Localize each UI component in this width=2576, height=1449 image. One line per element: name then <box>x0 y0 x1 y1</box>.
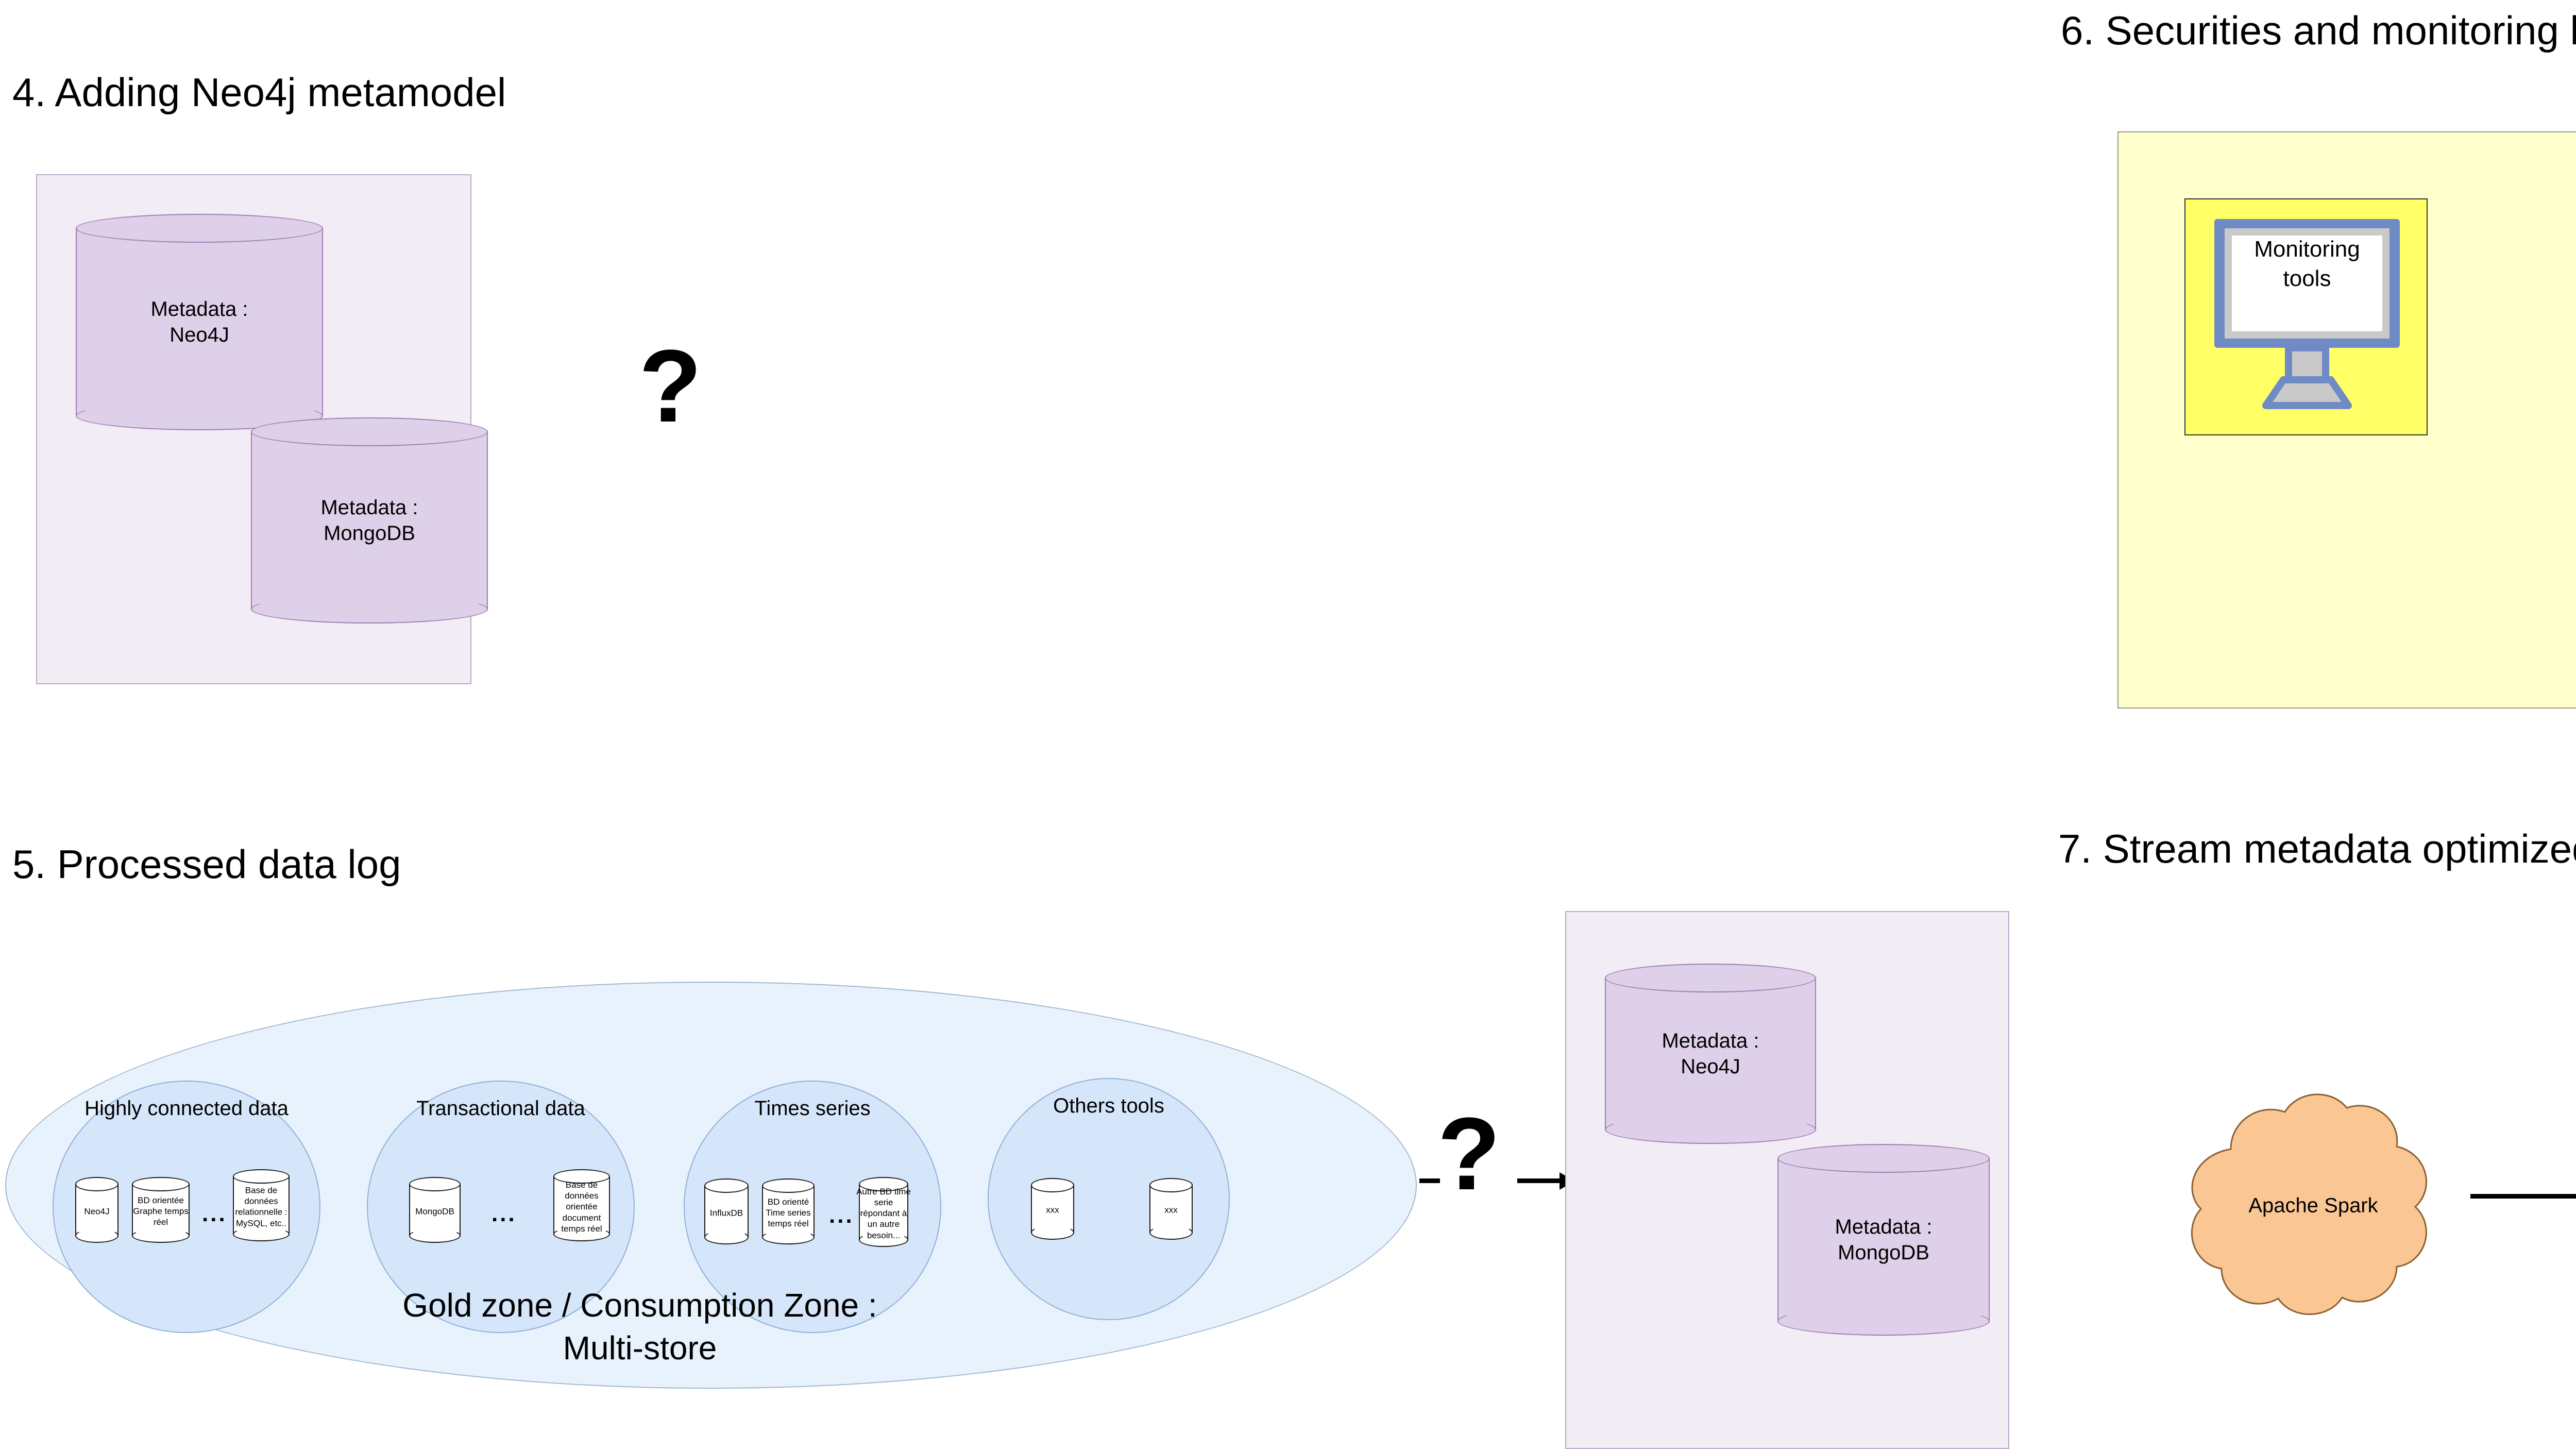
store-cylinder: Base de données orientée document temps … <box>553 1169 610 1241</box>
keystone-connector <box>2572 244 2576 311</box>
cluster-ellipsis: ... <box>202 1201 227 1226</box>
store-cylinder: xxx <box>1031 1178 1074 1240</box>
store-label: BD orientée Graphe temps réel <box>133 1195 189 1227</box>
cluster-highly-connected-data: Highly connected data Neo4J BD orientée … <box>53 1081 320 1333</box>
cylinder-metadata-mongodb: Metadata : MongoDB <box>251 417 488 624</box>
cylinder-label-line2: MongoDB <box>324 522 415 545</box>
gold-zone-label: Gold zone / Consumption Zone : Multi-sto… <box>279 1284 1001 1370</box>
cloud-label: Apache Spark <box>2248 1194 2378 1217</box>
store-label: Base de données relationnelle : MySQL, e… <box>235 1185 287 1228</box>
monitoring-tools-box: Monitoring tools <box>2184 198 2428 435</box>
store-label: Base de données orientée document temps … <box>561 1180 602 1234</box>
store-cylinder: MongoDB <box>409 1177 461 1243</box>
cluster-times-series: Times series InfluxDB BD orienté Time se… <box>684 1081 941 1333</box>
store-label: InfluxDB <box>709 1207 743 1218</box>
section-6-container: Monitoring tools LDAP ... NIS Identif <box>2117 131 2576 709</box>
store-label: BD orienté Time series temps réel <box>766 1197 811 1229</box>
store-label: xxx <box>1046 1205 1059 1215</box>
cylinder-top <box>1605 964 1816 992</box>
section-6-title: 6. Securities and monitoring log <box>2061 8 2576 53</box>
gold-zone-label-line2: Multi-store <box>563 1329 717 1367</box>
cylinder-top <box>76 214 323 243</box>
section-5-metadata-panel: Metadata : Neo4J Metadata : MongoDB <box>1565 911 2009 1449</box>
cylinder-label-line1: Metadata : <box>320 496 418 519</box>
cluster-ellipsis: ... <box>829 1203 854 1228</box>
cylinder-bottom <box>251 595 488 624</box>
store-cylinder: Neo4J <box>75 1177 118 1243</box>
store-cylinder: Base de données relationnelle : MySQL, e… <box>233 1169 290 1241</box>
cluster-ellipsis: ... <box>492 1201 517 1226</box>
cylinder-label: Metadata : MongoDB <box>1777 1214 1990 1266</box>
cylinder-label-line2: MongoDB <box>1838 1241 1929 1264</box>
store-cylinder: xxx <box>1149 1178 1193 1240</box>
cloud-icon <box>2191 1093 2427 1315</box>
section-7-title: 7. Stream metadata optimized <box>2058 826 2576 871</box>
monitoring-tools-label: Monitoring tools <box>2214 234 2400 293</box>
monitor-icon <box>2214 219 2400 409</box>
cylinder-label: Metadata : Neo4J <box>1605 1028 1816 1080</box>
cylinder-metadata-mongodb: Metadata : MongoDB <box>1777 1144 1990 1336</box>
section-5-question-mark: ? <box>1437 1097 1501 1211</box>
cylinder-metadata-neo4j: Metadata : Neo4J <box>76 214 323 430</box>
cylinder-body <box>251 432 488 609</box>
cylinder-body <box>76 228 323 416</box>
store-label: MongoDB <box>415 1206 454 1216</box>
section-4-metadata-panel: Metadata : Neo4J Metadata : MongoDB <box>36 174 488 684</box>
gold-zone-ellipse: Highly connected data Neo4J BD orientée … <box>5 982 1417 1389</box>
cylinder-bottom <box>1777 1307 1990 1336</box>
cylinder-label-line2: Neo4J <box>170 324 229 346</box>
cluster-title: Highly connected data <box>84 1097 289 1120</box>
cylinder-label: Metadata : MongoDB <box>251 495 488 546</box>
cluster-title: Others tools <box>1053 1094 1164 1117</box>
store-cylinder: BD orientée Graphe temps réel <box>132 1177 190 1243</box>
section-5-title: 5. Processed data log <box>12 841 401 887</box>
apache-spark-cloud: Apache Spark <box>2133 1077 2494 1335</box>
cylinder-metadata-neo4j: Metadata : Neo4J <box>1605 964 1816 1144</box>
section-7-arrow <box>2470 1188 2576 1208</box>
cylinder-body <box>1777 1158 1990 1321</box>
section-4-question-mark: ? <box>639 329 702 444</box>
cylinder-label-line1: Metadata : <box>150 298 248 321</box>
cylinder-bottom <box>1605 1115 1816 1144</box>
store-label: xxx <box>1164 1205 1178 1215</box>
cylinder-label-line1: Metadata : <box>1835 1216 1933 1238</box>
cluster-title: Transactional data <box>416 1097 585 1120</box>
store-cylinder: InfluxDB <box>704 1178 749 1244</box>
section-4-title: 4. Adding Neo4j metamodel <box>12 70 506 115</box>
cluster-transactional-data: Transactional data MongoDB ... Base de d… <box>367 1081 635 1333</box>
cylinder-label-line2: Neo4J <box>1681 1055 1740 1078</box>
store-cylinder: Autre BD time serie répondant à un autre… <box>856 1177 911 1247</box>
cylinder-label: Metadata : Neo4J <box>76 296 323 348</box>
cluster-title: Times series <box>754 1097 871 1120</box>
store-label: Autre BD time serie répondant à un autre… <box>856 1186 911 1240</box>
cylinder-top <box>1777 1144 1990 1173</box>
store-label: Neo4J <box>84 1206 110 1216</box>
store-cylinder: BD orienté Time series temps réel <box>762 1178 815 1244</box>
cylinder-label-line1: Metadata : <box>1662 1030 1759 1052</box>
cluster-others-tools: Others tools xxx xxx <box>988 1078 1230 1320</box>
cylinder-top <box>251 417 488 446</box>
monitoring-tools-label-line2: tools <box>2283 266 2331 292</box>
cylinder-body <box>1605 978 1816 1130</box>
monitoring-tools-label-line1: Monitoring <box>2254 237 2360 262</box>
gold-zone-label-line1: Gold zone / Consumption Zone : <box>402 1287 877 1324</box>
